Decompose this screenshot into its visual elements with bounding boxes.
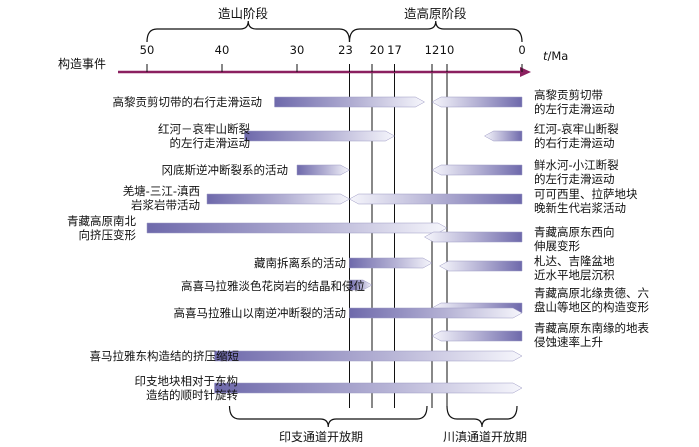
indochina-channel-label: 印支通道开放期: [279, 430, 364, 444]
left-event-line: 羌塘-三江-滇西: [122, 184, 200, 198]
right-event-line: 的左行走滑运动: [534, 102, 615, 116]
tick-label-10: 10: [439, 43, 455, 57]
right-event-label-2: 鲜水河-小江断裂的左行走滑运动: [534, 158, 619, 186]
right-event-line: 晚新生代岩浆活动: [534, 201, 626, 215]
right-event-line: 伸展变形: [534, 239, 580, 253]
event-bar-right-3: [348, 193, 523, 205]
stage-brace-1: [348, 20, 523, 43]
left-event-line: 高喜马拉雅淡色花岗岩的结晶和侵位: [181, 279, 365, 293]
right-event-line: 札达、吉隆盆地: [534, 254, 615, 268]
right-event-line: 的右行走滑运动: [534, 136, 615, 150]
tick-label-17: 17: [387, 43, 402, 57]
tick-label-0: 0: [518, 43, 526, 57]
left-event-label-6: 高喜马拉雅淡色花岗岩的结晶和侵位: [181, 279, 365, 293]
stage-brackets: [146, 20, 523, 428]
right-event-label-6: 青藏高原北缘贵德、六盘山等地区的构造变形: [534, 286, 649, 314]
axis-arrowhead: [520, 67, 531, 77]
event-bars: [146, 96, 523, 394]
left-event-line: 岩浆岩带活动: [131, 198, 200, 212]
right-event-label-7: 青藏高原东南缘的地表侵蚀速率上升: [534, 321, 649, 349]
left-event-line: 高黎贡剪切带的右行走滑运动: [112, 95, 263, 109]
tick-label-30: 30: [289, 43, 305, 57]
left-event-line: 向挤压变形: [78, 228, 137, 242]
left-event-line: 高喜马拉雅山以南逆冲断裂的活动: [173, 306, 347, 320]
tick-label-50: 50: [139, 43, 155, 57]
left-event-line: 喜马拉雅东构造结的挤压缩短: [89, 349, 240, 363]
sichuan-channel-label: 川滇通道开放期: [443, 430, 528, 444]
axis-unit: t/Ma: [543, 49, 569, 63]
event-bar-left-7: [349, 307, 523, 319]
right-event-line: 鲜水河-小江断裂: [534, 158, 619, 172]
event-bar-right-5: [438, 260, 523, 272]
event-bar-right-7: [431, 330, 523, 342]
right-event-label-1: 红河-哀牢山断裂的右行走滑运动: [534, 122, 619, 150]
right-event-line: 近水平地层沉积: [534, 268, 615, 282]
left-event-line: 造结的顺时针旋转: [146, 388, 238, 402]
plateau-stage-title: 造高原阶段: [404, 6, 467, 21]
right-event-line: 青藏高原东西向: [534, 225, 615, 239]
left-event-label-3: 羌塘-三江-滇西岩浆岩带活动: [123, 184, 200, 212]
right-event-label-5: 札达、吉隆盆地近水平地层沉积: [534, 254, 615, 282]
right-event-line: 盘山等地区的构造变形: [534, 300, 649, 314]
right-event-line: 红河-哀牢山断裂: [534, 122, 619, 136]
event-bar-right-0: [431, 96, 523, 108]
right-event-label-4: 青藏高原东西向伸展变形: [534, 225, 615, 253]
event-bar-left-4: [146, 222, 448, 234]
right-event-line: 的左行走滑运动: [534, 172, 615, 186]
right-event-line: 可可西里、拉萨地块: [534, 187, 638, 201]
stage-brace-0: [146, 20, 351, 43]
left-event-label-9: 印支地块相对于东构造结的顺时针旋转: [135, 374, 239, 402]
tick-label-23: 23: [338, 43, 353, 57]
event-bar-left-3: [206, 193, 351, 205]
event-bar-right-4: [423, 231, 523, 243]
left-event-line: 印支地块相对于东构: [134, 374, 239, 388]
right-event-line: 青藏高原东南缘的地表: [534, 321, 649, 335]
left-event-line: 的左行走滑运动: [169, 136, 251, 150]
left-event-label-5: 藏南拆离系的活动: [254, 256, 346, 270]
tick-label-40: 40: [214, 43, 230, 57]
left-event-label-4: 青藏高原南北向挤压变形: [67, 214, 136, 242]
channel-brace-0: [228, 405, 428, 428]
event-bar-left-0: [274, 96, 426, 108]
event-bar-left-8: [214, 350, 523, 362]
right-event-label-3: 可可西里、拉萨地块晚新生代岩浆活动: [534, 187, 638, 215]
right-event-label-0: 高黎贡剪切带的左行走滑运动: [534, 88, 615, 116]
channel-brace-1: [446, 405, 518, 428]
event-bar-left-1: [244, 130, 396, 142]
orogeny-stage-title: 造山阶段: [218, 6, 269, 21]
event-bar-left-2: [296, 164, 351, 176]
left-event-line: 冈底斯逆冲断裂系的活动: [161, 163, 289, 177]
event-bar-right-1: [483, 130, 523, 142]
event-bar-left-9: [214, 382, 523, 394]
event-bar-left-6: [349, 279, 373, 291]
right-event-line: 侵蚀速率上升: [534, 335, 603, 349]
left-event-label-8: 喜马拉雅东构造结的挤压缩短: [90, 349, 240, 363]
left-event-label-2: 冈底斯逆冲断裂系的活动: [162, 163, 289, 177]
tick-label-20: 20: [369, 43, 385, 57]
time-axis: [118, 64, 531, 77]
left-event-label-7: 高喜马拉雅山以南逆冲断裂的活动: [174, 306, 347, 320]
tick-label-12: 12: [424, 43, 440, 57]
left-event-line: 青藏高原南北: [67, 214, 136, 228]
left-event-line: 藏南拆离系的活动: [254, 256, 346, 270]
axis-label: 构造事件: [58, 57, 107, 71]
right-event-line: 高黎贡剪切带: [534, 88, 603, 102]
event-bar-left-5: [349, 257, 433, 269]
event-bar-right-2: [431, 164, 523, 176]
left-event-line: 红河－哀牢山断裂: [158, 122, 250, 136]
right-event-line: 青藏高原北缘贵德、六: [534, 286, 649, 300]
left-event-label-1: 红河－哀牢山断裂的左行走滑运动: [158, 122, 250, 150]
left-event-label-0: 高黎贡剪切带的右行走滑运动: [113, 95, 263, 109]
